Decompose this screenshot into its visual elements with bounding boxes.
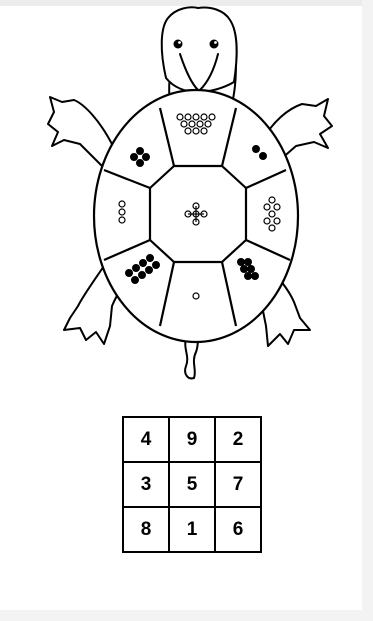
shell-dot-top: [189, 121, 195, 127]
turtle-front-left-flipper: [48, 97, 114, 168]
shell-dot-left: [119, 209, 125, 215]
turtle-right-eye: [210, 40, 219, 49]
shell-dot-top-left: [131, 154, 138, 161]
shell-dot-bottom-right: [241, 266, 248, 273]
shell-dot-bottom-left: [139, 272, 146, 279]
magic-square-row: 3 5 7: [123, 462, 261, 507]
shell-dot-top: [177, 114, 183, 120]
shell-dot-bottom: [193, 293, 199, 299]
shell-dot-right: [264, 204, 270, 210]
magic-square-cell: 4: [123, 417, 169, 462]
shell-dot-top: [201, 114, 207, 120]
shell-dot-left: [119, 217, 125, 223]
shell-dot-right: [274, 204, 280, 210]
shell-dot-bottom-left: [146, 267, 153, 274]
shell-dot-top-right: [253, 146, 260, 153]
shell-dot-top: [193, 114, 199, 120]
magic-square-cell: 2: [215, 417, 261, 462]
shell-dot-top-left: [143, 154, 150, 161]
shell-dot-bottom-left: [147, 255, 154, 262]
magic-square-cell: 7: [215, 462, 261, 507]
magic-square-grid: 4 9 2 3 5 7 8 1 6: [122, 416, 262, 553]
magic-square-cell: 5: [169, 462, 215, 507]
shell-dot-bottom-right: [245, 259, 252, 266]
bottom-border-strip: [0, 610, 373, 621]
magic-square-cell: 3: [123, 462, 169, 507]
shell-dot-right: [274, 218, 280, 224]
shell-dot-top-left: [137, 160, 144, 167]
turtle-head: [162, 7, 237, 92]
shell-dot-top: [209, 114, 215, 120]
shell-dot-bottom-left: [133, 265, 140, 272]
turtle-left-eye: [174, 40, 183, 49]
shell-dot-right: [269, 225, 275, 231]
shell-dot-top-right: [260, 153, 267, 160]
magic-square-cell: 6: [215, 507, 261, 552]
shell-dot-top: [197, 121, 203, 127]
shell-dot-right: [264, 218, 270, 224]
shell-dot-top-left: [137, 148, 144, 155]
shell-dot-top: [185, 114, 191, 120]
magic-square-cell: 8: [123, 507, 169, 552]
shell-dot-top: [201, 128, 207, 134]
shell-dot-bottom-left: [153, 262, 160, 269]
magic-square-row: 8 1 6: [123, 507, 261, 552]
shell-dot-bottom-left: [132, 277, 139, 284]
shell-dot-bottom-left: [126, 270, 133, 277]
shell-dot-right: [269, 211, 275, 217]
shell-dot-bottom-right: [252, 273, 259, 280]
shell-dot-right: [269, 197, 275, 203]
shell-dot-top: [185, 128, 191, 134]
shell-dot-top: [181, 121, 187, 127]
shell-dot-left: [119, 201, 125, 207]
shell-dot-bottom-right: [245, 273, 252, 280]
shell-dot-bottom-right: [248, 266, 255, 273]
turtle-illustration: [0, 0, 373, 400]
shell-dot-top: [205, 121, 211, 127]
magic-square-cell: 1: [169, 507, 215, 552]
magic-square-row: 4 9 2: [123, 417, 261, 462]
shell-dot-top: [193, 128, 199, 134]
shell-dot-bottom-left: [140, 260, 147, 267]
magic-square-cell: 9: [169, 417, 215, 462]
shell-dot-bottom-right: [238, 259, 245, 266]
